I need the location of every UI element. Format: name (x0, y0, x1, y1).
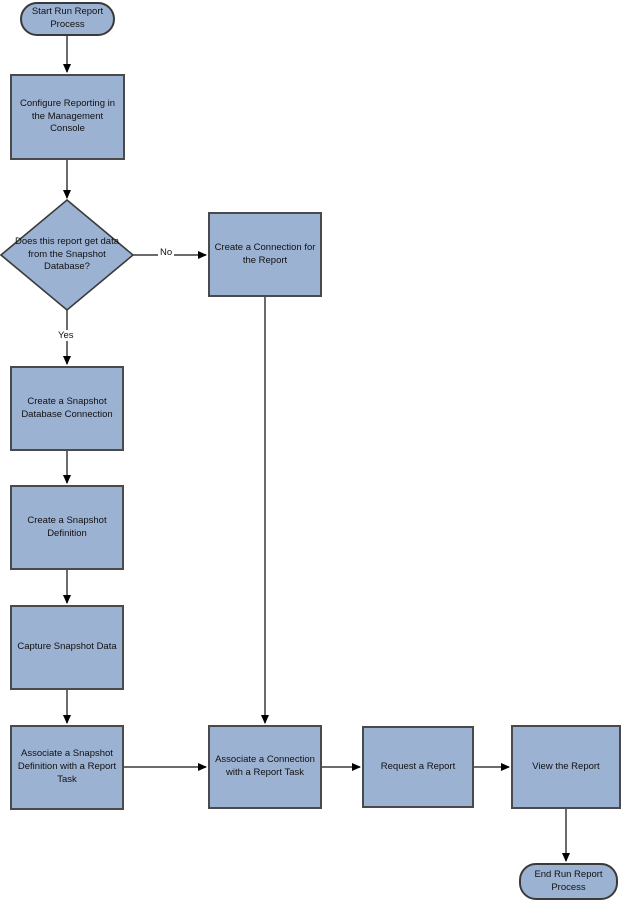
node-view-report-label: View the Report (532, 760, 600, 772)
node-end-label: End Run Report Process (534, 868, 603, 893)
node-configure-reporting: Configure Reporting in the Management Co… (10, 74, 125, 160)
node-request-report: Request a Report (362, 726, 474, 808)
edge-label-no: No (158, 247, 175, 259)
node-associate-snapshot-definition-label: Associate a Snapshot Definition with a R… (17, 748, 117, 785)
node-associate-connection-label: Associate a Connection with a Report Tas… (215, 754, 315, 778)
node-create-snapshot-db-connection-label: Create a Snapshot Database Connection (21, 395, 113, 420)
node-configure-reporting-label: Configure Reporting in the Management Co… (19, 97, 116, 135)
node-view-report: View the Report (511, 725, 621, 809)
node-associate-connection: Associate a Connection with a Report Tas… (208, 725, 322, 809)
node-associate-snapshot-definition: Associate a Snapshot Definition with a R… (10, 725, 124, 810)
node-capture-snapshot-data: Capture Snapshot Data (10, 605, 124, 690)
node-end-terminator: End Run Report Process (519, 863, 618, 900)
node-decision-label: Does this report get data from the Snaps… (14, 235, 120, 273)
node-capture-snapshot-data-label: Capture Snapshot Data (17, 641, 117, 653)
node-start-label: Start Run Report Process (31, 6, 104, 30)
edge-label-yes: Yes (56, 330, 76, 342)
node-decision-snapshot-database: Does this report get data from the Snaps… (7, 215, 127, 295)
node-create-connection: Create a Connection for the Report (208, 212, 322, 297)
node-create-snapshot-db-connection: Create a Snapshot Database Connection (10, 366, 124, 451)
node-create-connection-label: Create a Connection for the Report (214, 241, 316, 266)
node-create-snapshot-definition-label: Create a Snapshot Definition (27, 514, 107, 539)
node-create-snapshot-definition: Create a Snapshot Definition (10, 485, 124, 570)
node-start-terminator: Start Run Report Process (20, 2, 115, 36)
node-request-report-label: Request a Report (380, 760, 456, 772)
